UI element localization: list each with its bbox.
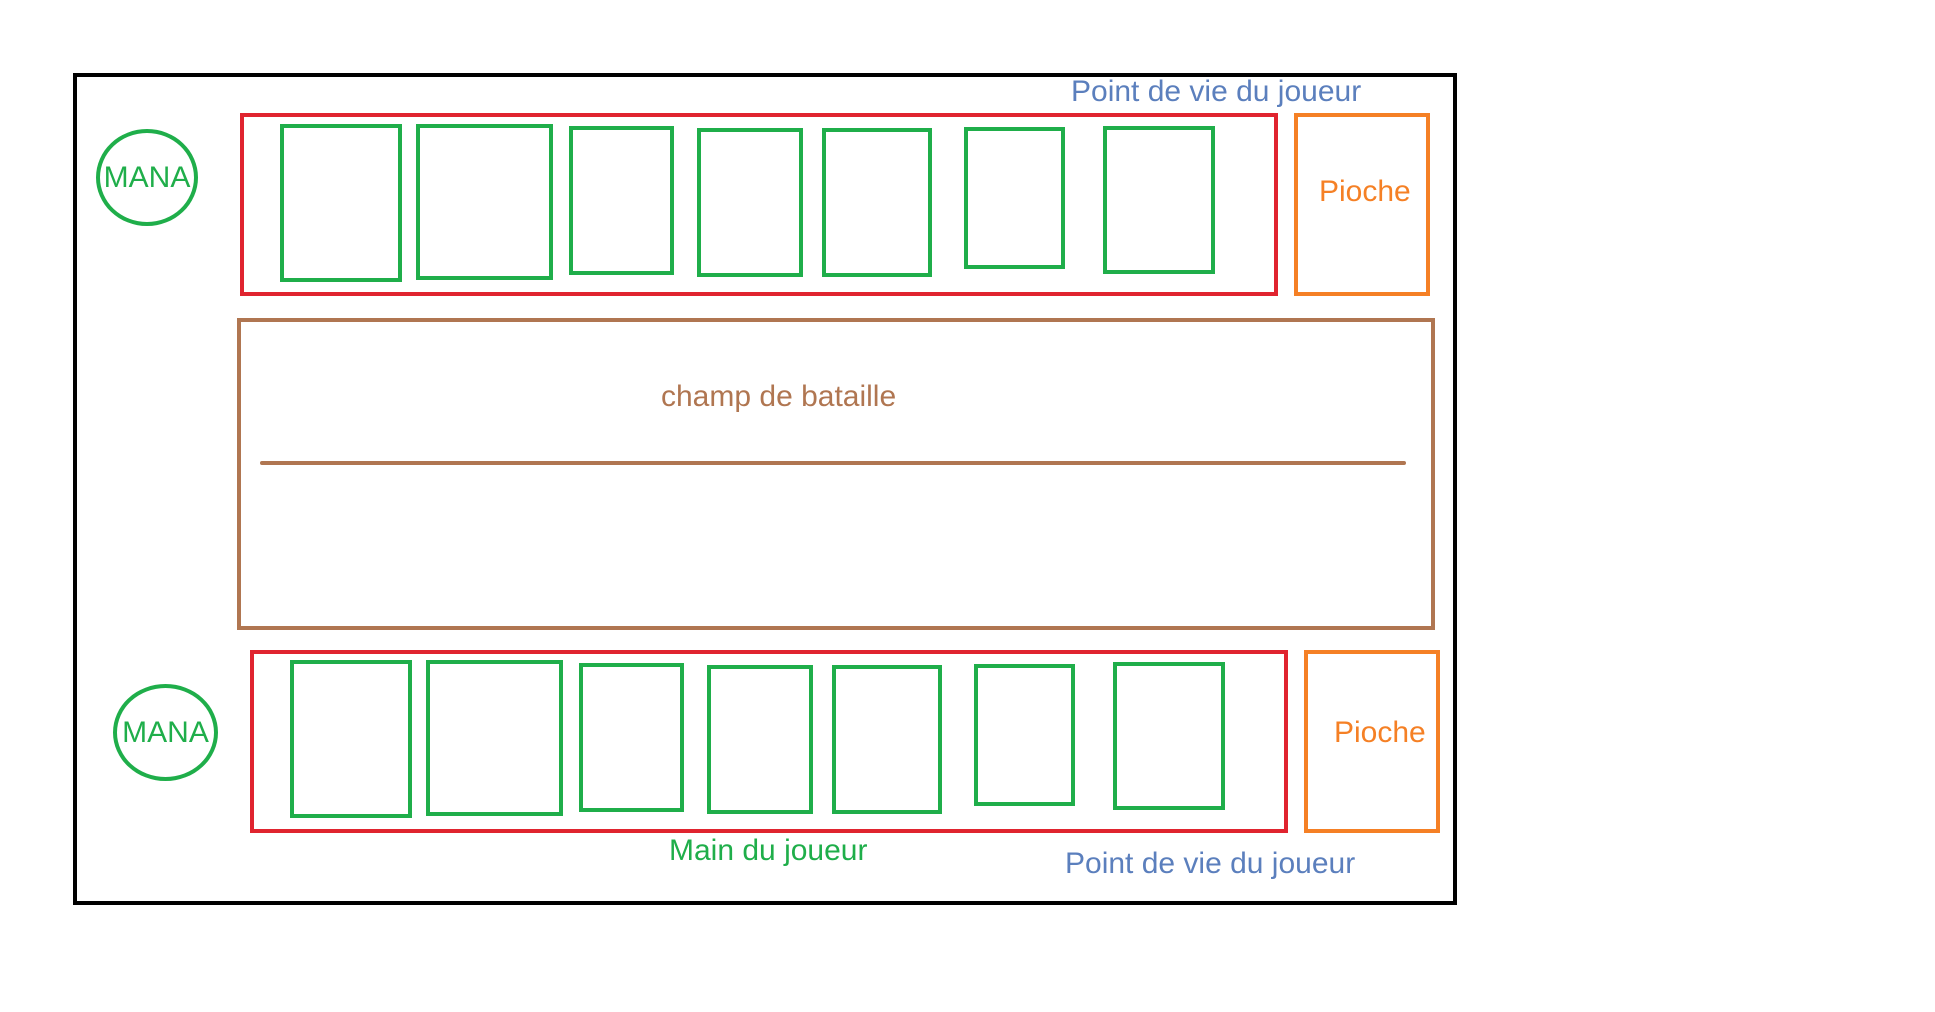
bottom-card-slot-5[interactable] [832,665,942,814]
bottom-player-hand [250,650,1288,833]
bottom-card-slot-6[interactable] [974,664,1075,806]
player-hand-label: Main du joueur [669,834,868,867]
bottom-card-slot-3[interactable] [579,663,684,812]
bottom-mana-indicator: MANA [113,684,218,781]
battlefield [237,318,1435,630]
bottom-deck-label: Pioche [1334,716,1426,749]
top-card-slot-1[interactable] [280,124,402,282]
top-deck[interactable] [1294,113,1430,296]
bottom-card-slot-2[interactable] [426,660,563,816]
top-player-hp-label: Point de vie du joueur [1071,75,1362,108]
battlefield-label: champ de bataille [661,380,897,413]
top-mana-indicator: MANA [96,129,198,226]
bottom-player-hp-label: Point de vie du joueur [1065,847,1356,880]
bottom-deck[interactable] [1304,650,1440,833]
top-card-slot-7[interactable] [1103,126,1215,274]
bottom-card-slot-1[interactable] [290,660,412,818]
bottom-card-slot-4[interactable] [707,665,813,814]
bottom-mana-label: MANA [122,715,209,749]
top-deck-label: Pioche [1319,175,1411,208]
top-card-slot-2[interactable] [416,124,553,280]
battlefield-divider [260,461,1406,465]
top-mana-label: MANA [103,160,191,194]
game-board [73,73,1457,905]
top-card-slot-6[interactable] [964,127,1065,269]
top-card-slot-5[interactable] [822,128,932,277]
top-card-slot-3[interactable] [569,126,674,275]
bottom-card-slot-7[interactable] [1113,662,1225,810]
top-card-slot-4[interactable] [697,128,803,277]
top-player-hand [240,113,1278,296]
